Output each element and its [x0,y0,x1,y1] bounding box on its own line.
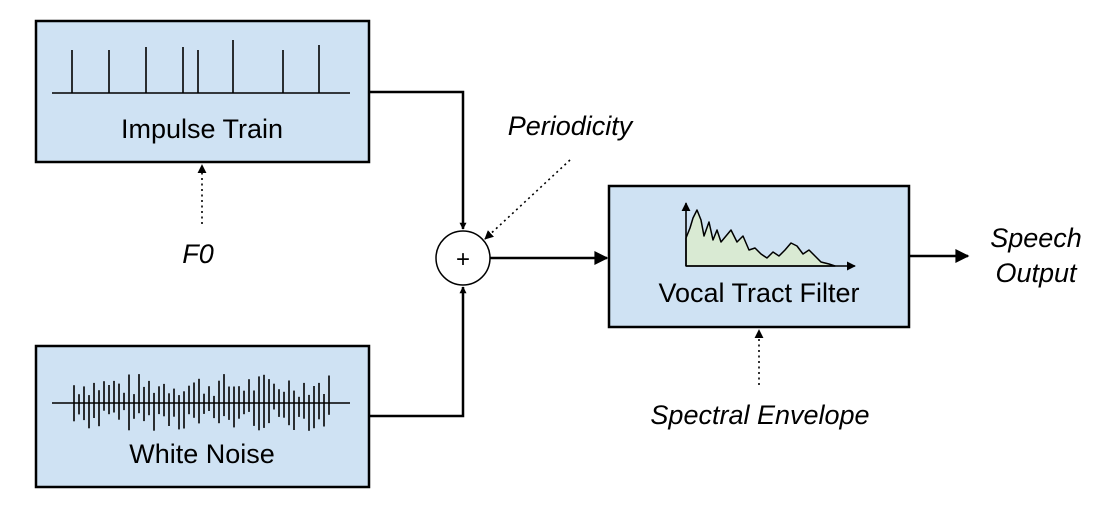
spectral-envelope-label: Spectral Envelope [650,400,869,430]
impulse-train-icon [52,40,350,94]
vocal-tract-filter-block: Vocal Tract Filter [607,184,911,329]
spectral-envelope-curve [685,209,836,267]
speech-output-label-line2: Output [995,258,1078,288]
impulse-train-label: Impulse Train [121,114,283,144]
noise-to-adder-connector [369,286,467,418]
white-noise-icon [52,374,350,431]
periodicity-label: Periodicity [508,111,634,141]
speech-output-label-line1: Speech [990,223,1082,253]
white-noise-label: White Noise [129,439,275,469]
adder-node: + [435,230,491,286]
adder-symbol: + [456,246,470,273]
f0-label: F0 [182,239,214,269]
periodicity-dotted-connector [484,159,571,240]
impulse-train-block: Impulse Train [34,19,371,164]
white-noise-block: White Noise [34,344,371,489]
impulse-to-adder-connector [369,90,467,230]
vocal-tract-filter-label: Vocal Tract Filter [658,278,859,308]
spectrum-icon [681,202,856,271]
